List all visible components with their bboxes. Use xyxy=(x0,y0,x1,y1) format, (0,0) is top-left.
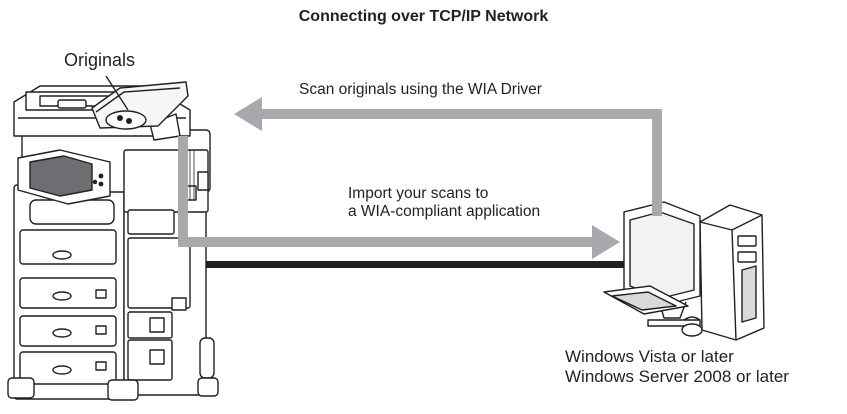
os-requirements-label: Windows Vista or later Windows Server 20… xyxy=(565,347,789,387)
import-label-line-1: Import your scans to xyxy=(348,185,489,202)
originals-pointer xyxy=(105,75,129,111)
desktop-computer-icon xyxy=(603,201,765,341)
import-arrow-label: Import your scans to a WIA-compliant app… xyxy=(348,185,540,222)
os-label-line-2: Windows Server 2008 or later xyxy=(565,367,789,387)
multifunction-printer-icon xyxy=(7,81,219,401)
network-cable xyxy=(205,261,625,268)
import-arrow xyxy=(178,136,620,259)
scan-arrow xyxy=(234,97,662,216)
originals-label: Originals xyxy=(64,50,136,70)
os-label-line-1: Windows Vista or later xyxy=(565,347,734,366)
scan-arrow-label: Scan originals using the WIA Driver xyxy=(299,81,542,98)
diagram-title: Connecting over TCP/IP Network xyxy=(298,8,549,25)
import-label-line-2: a WIA-compliant application xyxy=(348,203,541,221)
